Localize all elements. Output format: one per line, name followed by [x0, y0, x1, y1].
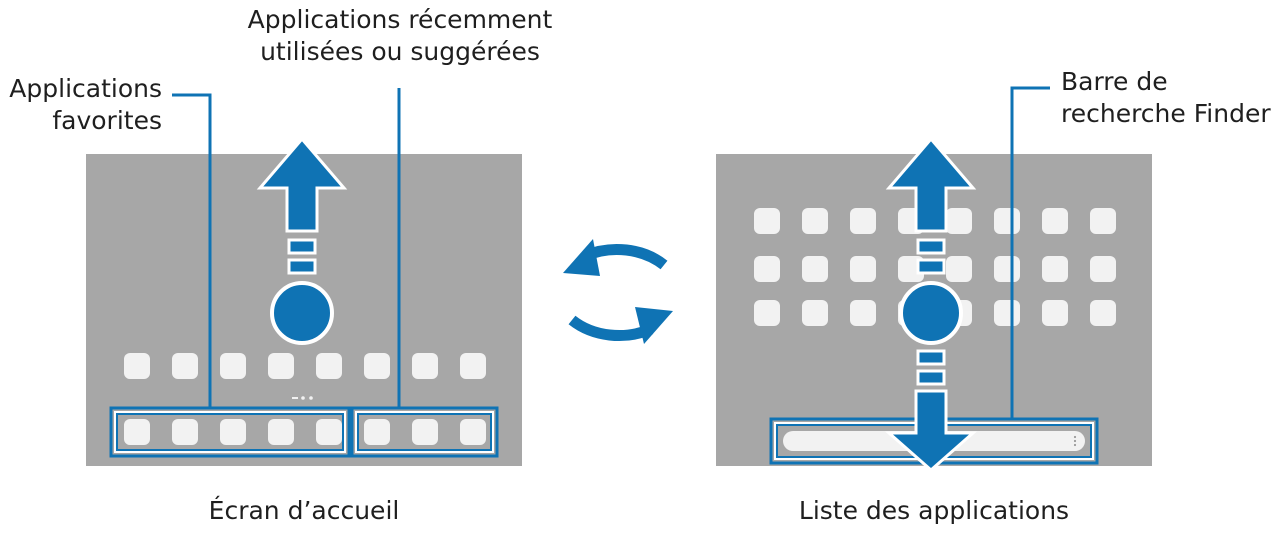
- arrow-down-icon: [885, 349, 977, 472]
- recent-apps-label: Applications récemment utilisées ou sugg…: [230, 4, 570, 68]
- favorite-apps-label: Applications favorites: [4, 73, 162, 137]
- page-indicator: [292, 396, 313, 400]
- app-icon: [220, 353, 246, 379]
- touch-point-icon: [899, 281, 963, 345]
- touch-point-icon: [270, 281, 334, 345]
- apps-list-panel: [716, 86, 1152, 472]
- more-vertical-icon: [1073, 435, 1077, 447]
- home-screen-caption: Écran d’accueil: [208, 496, 400, 525]
- favorite-apps-label-line2: favorites: [52, 106, 162, 135]
- app-icon: [172, 353, 198, 379]
- app-icon: [412, 353, 438, 379]
- app-icon: [316, 353, 342, 379]
- app-icon: [124, 353, 150, 379]
- app-icon: [412, 419, 438, 445]
- arrow-up-icon: [885, 136, 977, 275]
- apps-list-caption: Liste des applications: [798, 496, 1070, 525]
- finder-bar-label: Barre de recherche Finder: [1061, 66, 1281, 130]
- app-icon: [220, 419, 246, 445]
- recent-apps-group: [350, 406, 499, 458]
- app-icon: [268, 353, 294, 379]
- favorite-apps-label-line1: Applications: [9, 74, 162, 103]
- app-icon: [460, 353, 486, 379]
- app-icon: [124, 419, 150, 445]
- cycle-arrows-icon: [563, 239, 673, 344]
- app-icon: [364, 419, 390, 445]
- home-screen-panel: [86, 88, 522, 466]
- app-icon: [172, 419, 198, 445]
- arrow-up-icon: [256, 136, 348, 275]
- favorites-leader-line: [172, 93, 212, 408]
- finder-bar-label-line2: recherche Finder: [1061, 99, 1271, 128]
- app-icon: [268, 419, 294, 445]
- app-icon: [364, 353, 390, 379]
- home-app-row: [124, 353, 486, 379]
- finder-bar-label-line1: Barre de: [1061, 67, 1168, 96]
- favorites-group: [109, 406, 351, 458]
- recent-apps-label-line1: Applications récemment: [247, 5, 553, 34]
- finder-leader-line: [1010, 86, 1050, 419]
- app-icon: [316, 419, 342, 445]
- recent-apps-label-line2: utilisées ou suggérées: [260, 37, 540, 66]
- app-icon: [460, 419, 486, 445]
